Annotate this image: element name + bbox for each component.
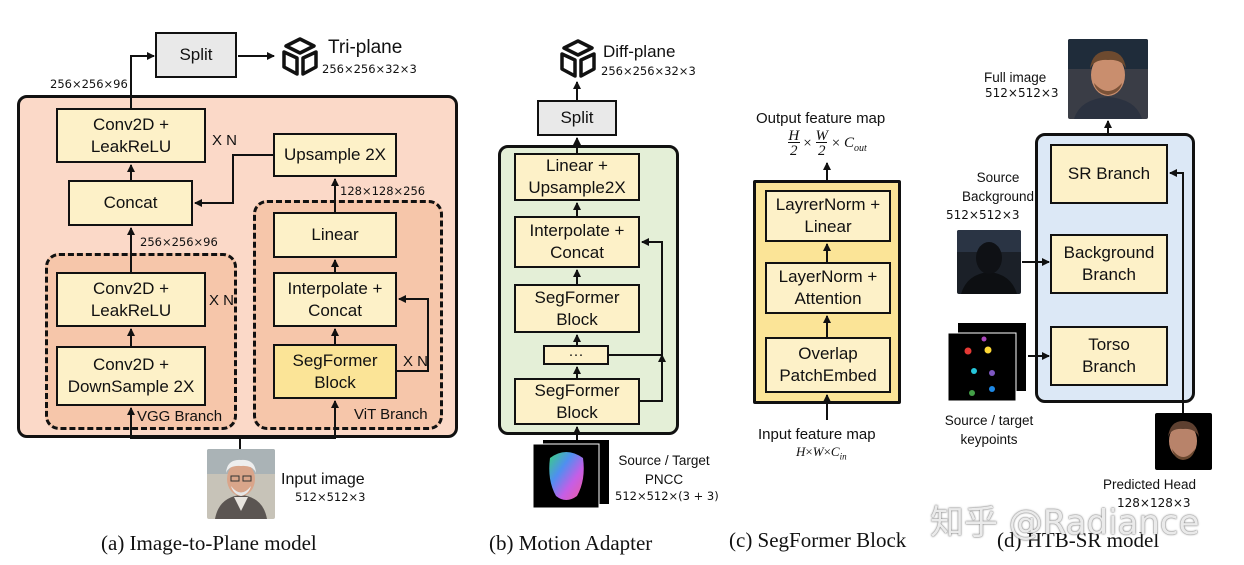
input-image-portrait <box>207 449 275 519</box>
conv-leakrelu-block: Conv2D + LeakReLU <box>56 272 206 327</box>
torso-branch-block: Torso Branch <box>1050 326 1168 386</box>
input-feature-label: Input feature map <box>758 426 876 443</box>
source-background-dims: 512×512×3 <box>946 208 1020 222</box>
layernorm-attention-block: LayerNorm + Attention <box>765 262 891 314</box>
concat-block: Concat <box>68 180 193 226</box>
predicted-head-dims: 128×128×3 <box>1117 496 1191 510</box>
full-image-portrait <box>1068 39 1148 119</box>
predicted-head-image <box>1155 413 1212 470</box>
sr-branch-block: SR Branch <box>1050 144 1168 204</box>
source-background-label: Source Background <box>961 170 1035 204</box>
pncc-dims: 512×512×(3 + 3) <box>615 489 719 503</box>
vit-branch-label: ViT Branch <box>354 406 428 423</box>
linear-upsample-block: Linear + Upsample2X <box>514 153 640 201</box>
repeat-n-top: X N <box>212 132 238 149</box>
caption-d: (d) HTB-SR model <box>997 528 1160 552</box>
watermark: 知乎 @Radiance <box>930 503 1200 543</box>
overlap-patchembed-block: Overlap PatchEmbed <box>765 337 891 393</box>
conv-leakrelu-top-block: Conv2D + LeakReLU <box>56 108 206 163</box>
pncc-images <box>532 440 611 509</box>
interpolate-concat-block-b: Interpolate + Concat <box>514 216 640 268</box>
interpolate-concat-block-a: Interpolate + Concat <box>273 272 397 327</box>
dims-256: 256×256×96 <box>140 235 218 249</box>
linear-block-a: Linear <box>273 212 397 258</box>
keypoints-images <box>947 323 1028 403</box>
output-dims-a: 256×256×96 <box>50 77 128 91</box>
caption-a: (a) Image-to-Plane model <box>101 531 317 555</box>
conv-downsample-block: Conv2D + DownSample 2X <box>56 346 206 406</box>
caption-c: (c) SegFormer Block <box>729 528 907 552</box>
cube-icon-b <box>556 37 600 81</box>
keypoints-label: Source / target keypoints <box>944 413 1034 447</box>
output-feature-label: Output feature map <box>756 110 886 127</box>
source-background-image <box>957 230 1021 294</box>
diffplane-dims: 256×256×32×3 <box>601 64 696 78</box>
input-image-label: Input image <box>281 471 365 488</box>
cube-icon <box>278 35 322 79</box>
full-image-dims: 512×512×3 <box>985 86 1059 100</box>
caption-b: (b) Motion Adapter <box>489 531 653 555</box>
split-block-b: Split <box>537 100 617 136</box>
input-feature-dims: H×W×Cin <box>796 444 847 462</box>
segformer-block-b-top: SegFormer Block <box>514 284 640 333</box>
repeat-n-vgg: X N <box>209 292 235 309</box>
segformer-block-a: SegFormer Block <box>273 344 397 399</box>
repeat-n-vit: X N <box>403 353 429 370</box>
dims-128: 128×128×256 <box>340 184 426 198</box>
triplane-label: Tri-plane <box>328 37 403 58</box>
predicted-head-label: Predicted Head <box>1103 477 1197 492</box>
vgg-branch-label: VGG Branch <box>137 408 223 425</box>
input-image-dims: 512×512×3 <box>295 490 366 504</box>
upsample-block: Upsample 2X <box>273 133 397 177</box>
layernorm-linear-block: LayrerNorm + Linear <box>765 190 891 242</box>
segformer-block-b-bottom: SegFormer Block <box>514 378 640 425</box>
background-branch-block: Background Branch <box>1050 234 1168 294</box>
full-image-label: Full image <box>984 70 1047 85</box>
split-block-a: Split <box>155 32 237 78</box>
pncc-label: Source / Target PNCC <box>618 453 710 487</box>
ellipsis-block: ··· <box>543 345 609 365</box>
diffplane-label: Diff-plane <box>603 42 676 61</box>
triplane-dims: 256×256×32×3 <box>322 62 417 76</box>
